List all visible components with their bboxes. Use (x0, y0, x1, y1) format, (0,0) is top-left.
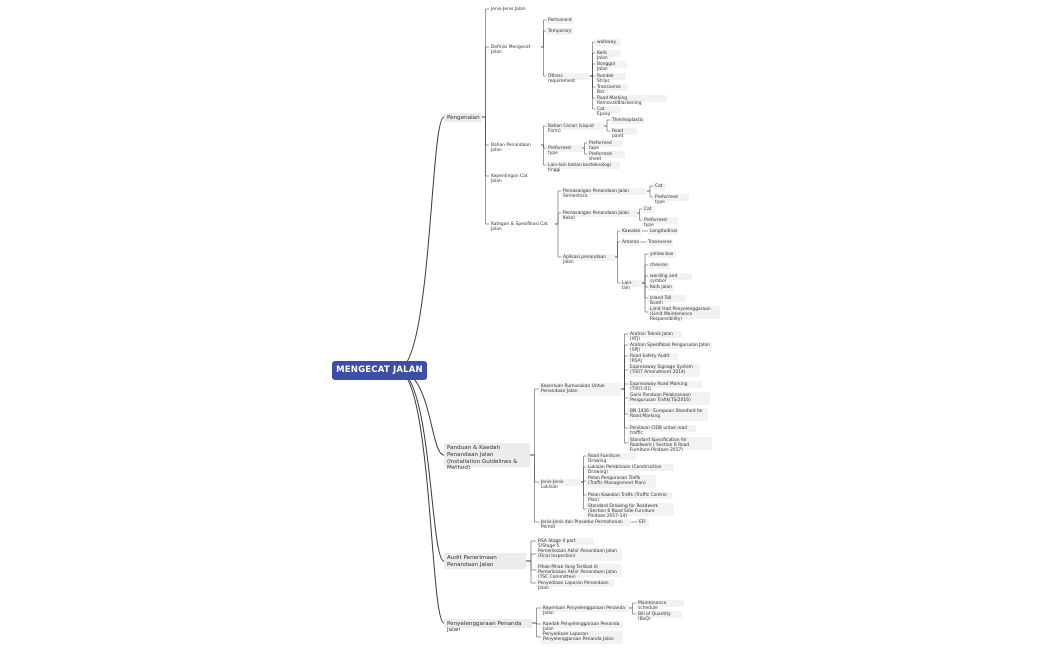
node-pelan-pengurusan[interactable]: Pelan Pengurusan Trafik (Traffic Managem… (586, 474, 656, 488)
node-chevron[interactable]: chevron (648, 261, 670, 269)
link-preformed-sheet (582, 147, 587, 155)
node-kategori[interactable]: Kategori & Spesifikasi Cat Jalan (491, 221, 548, 232)
node-pengenalan[interactable]: Pengenalan (444, 112, 482, 122)
node-lain-lain[interactable]: Lain-lain (620, 279, 642, 291)
link-maintenance-schedule (629, 602, 636, 609)
node-wording[interactable]: wording and symbol (648, 272, 692, 284)
node-cat-1[interactable]: Cat (653, 182, 666, 190)
node-definisi[interactable]: Definisi Mengecat Jalan (491, 44, 531, 55)
node-road-furniture[interactable]: Road Furniture Drawing (586, 452, 636, 464)
link-lain-lain (615, 256, 620, 284)
node-kerb[interactable]: Kerb Jalan (595, 49, 621, 61)
node-pihak-pihak[interactable]: Pihak-Pihak Yang Terlibat di Pemeriksaan… (536, 563, 622, 580)
node-penyediaan-laporan-1[interactable]: Penyediaan Laporan Penandaan Jalan (536, 579, 614, 591)
link-aplikasi (555, 223, 561, 258)
node-garis-panduan[interactable]: Garis Panduan Pelaksanaan Pengurusan Tra… (628, 391, 710, 405)
node-transverse-bar[interactable]: Transverse Bar (595, 83, 628, 95)
node-longitudinal[interactable]: Longitudinal (648, 227, 678, 235)
link-jenis-prosedur (530, 454, 539, 523)
link-keperluan-penyelenggaraan (532, 607, 541, 624)
node-standard-drawing[interactable]: Standard Drawing for Roadwork (Section 6… (586, 502, 674, 519)
node-limit-had[interactable]: Limit Had Penyelenggaraan (Limit Mainten… (648, 305, 720, 322)
link-preformed-type-2 (637, 212, 642, 221)
node-efi[interactable]: EFI (637, 518, 649, 526)
node-transverse[interactable]: Transverse (646, 238, 673, 246)
link-standard-spec (621, 388, 628, 444)
node-kaedah-penyelenggaraan[interactable]: Kaedah Penyelenggaraan Penanda Jalan (541, 620, 623, 632)
node-kawalan[interactable]: Kawalan (620, 227, 642, 235)
node-spj[interactable]: Arahan Spesifikasi Pengurusan Jalan (SPJ… (628, 341, 712, 353)
node-aplikasi[interactable]: Aplikasi penandaan jalan (561, 253, 615, 265)
node-jenis-prosedur[interactable]: Jenis-Jenis dan Prosedur Permohonan Perm… (539, 518, 631, 530)
node-bahan-cecair[interactable]: Bahan Cecair (Liquid Form) (546, 122, 604, 134)
node-preformed-type-2[interactable]: Preformed type (642, 216, 678, 228)
node-bs[interactable]: BN 1436 - European Standard for Road Mar… (628, 407, 708, 421)
node-audit[interactable]: Audit Penerimaan Penandaan Jalan (444, 553, 526, 569)
link-standard-drawing (581, 481, 586, 510)
node-keperluan-rujukan[interactable]: Keperluan Rumusukan Untuk Penandaan Jala… (539, 382, 621, 396)
link-definisi (482, 46, 489, 118)
node-pemasangan-kekal[interactable]: Pemasangan Penandaan Jalan Kekal (561, 209, 637, 221)
link-road-paint (604, 125, 610, 132)
node-thermoplastic[interactable]: Thermoplastic (610, 116, 644, 124)
node-road-marking-removal[interactable]: Road Marking Removal/Blackening (595, 94, 667, 106)
node-jenis-jalan[interactable]: Jenis-Jenis Jalan (491, 6, 526, 12)
node-kepentingan[interactable]: Kepentingan Cat Jalan (491, 173, 528, 184)
node-jenis-lukisan[interactable]: Jenis-Jenis Lukisan (539, 478, 581, 490)
link-kategori (482, 116, 489, 225)
node-lain-bahan[interactable]: Lain-lain bahan berteknologi tinggi (546, 161, 620, 173)
node-cat-epoxy[interactable]: Cat Epoxy (595, 105, 621, 117)
link-cat-epoxy (590, 75, 595, 110)
link-limit-had (642, 282, 648, 313)
node-rsa-stage[interactable]: RSA Stage 4 part 5/Stage 5 (536, 537, 594, 549)
node-maintenance-schedule[interactable]: Maintenance schedule (636, 599, 684, 611)
node-panduan[interactable]: Panduan & Kaedah Penandaan Jalan (Instal… (444, 443, 530, 471)
node-cat-2[interactable]: Cat (642, 205, 655, 213)
node-pemasangan-sementara[interactable]: Pemasangan Penandaan Jalan Sementara (561, 187, 647, 199)
link-audit (396, 369, 445, 562)
link-boq (629, 607, 636, 615)
node-road-paint[interactable]: Road paint (610, 127, 637, 139)
node-preformed-type[interactable]: Preformed type (546, 144, 582, 156)
node-walkway[interactable]: walkway (595, 38, 621, 46)
node-temporary[interactable]: Temporary (546, 27, 573, 35)
link-others (541, 46, 546, 77)
node-atj[interactable]: Arahan Teknik Jalan (ATJ) (628, 330, 682, 342)
link-preformed-type-1 (647, 190, 653, 198)
node-bahan[interactable]: Bahan Penandaan Jalan (491, 142, 531, 153)
node-yellow-box[interactable]: yellow box (648, 250, 676, 258)
link-penyediaan-laporan-1 (526, 560, 536, 584)
node-expressway-signage[interactable]: Expressway Signage System (TI/07 Amendme… (628, 363, 700, 377)
link-keperluan-rujukan (530, 388, 539, 456)
node-pelan-kawalan[interactable]: Pelan Kawalan Trafik (Traffic Control Pl… (586, 491, 672, 503)
node-preformed-sheet[interactable]: Preformed sheet (587, 150, 625, 162)
node-pemeriksaan-akhir[interactable]: Pemeriksaan Akhir Penandaan Jalan (Final… (536, 547, 622, 561)
node-penyediaan-laporan-2[interactable]: Penyediaan Laporan Penyelenggaraan Penan… (541, 630, 623, 644)
node-preformed-type-1[interactable]: Preformed type (653, 193, 689, 205)
node-expressway-marking[interactable]: Expressway Road Marking (TI/01-01) (628, 380, 702, 392)
link-pengenalan (396, 116, 445, 371)
node-keperluan-penyelenggaraan[interactable]: Keperluan Penyelenggaraan Penanda Jalan (541, 604, 629, 616)
node-island-toll[interactable]: Island Toll Booth (648, 294, 686, 306)
link-lain-bahan (541, 144, 546, 166)
node-standard-spec[interactable]: Standard Specification for Roadwork ( Se… (628, 436, 712, 453)
node-bonggol[interactable]: Bonggol Jalan (595, 60, 627, 72)
node-kerb-jalan[interactable]: Kerb jalan (648, 283, 674, 291)
node-preformed-tape[interactable]: Preformed tape (587, 139, 623, 151)
node-lukisan-pembinaan[interactable]: Lukisan Pembinaan (Construction Drawing) (586, 463, 674, 475)
link-pemeriksaan-akhir (526, 553, 536, 562)
node-root[interactable]: MENGECAT JALAN (332, 360, 427, 380)
node-others[interactable]: Others requirement (546, 72, 590, 84)
node-penyelenggaraan[interactable]: Penyelenggaraan Penanda Jalan (444, 618, 532, 633)
link-penyediaan-laporan-2 (532, 622, 541, 638)
link-expressway-marking (621, 383, 628, 390)
link-penyelenggaraan (396, 369, 445, 624)
node-penilaian[interactable]: Penilaian CIDB untuk road traffic (628, 424, 696, 436)
node-permanent[interactable]: Permanent (546, 16, 573, 24)
node-amaran[interactable]: Amaran (620, 238, 640, 246)
node-rsa[interactable]: Road Safety Audit (RSA) (628, 352, 678, 364)
node-rumble[interactable]: Rumble Strips (595, 72, 626, 84)
node-boq[interactable]: Bill of Quantity (BoQ) (636, 610, 682, 622)
